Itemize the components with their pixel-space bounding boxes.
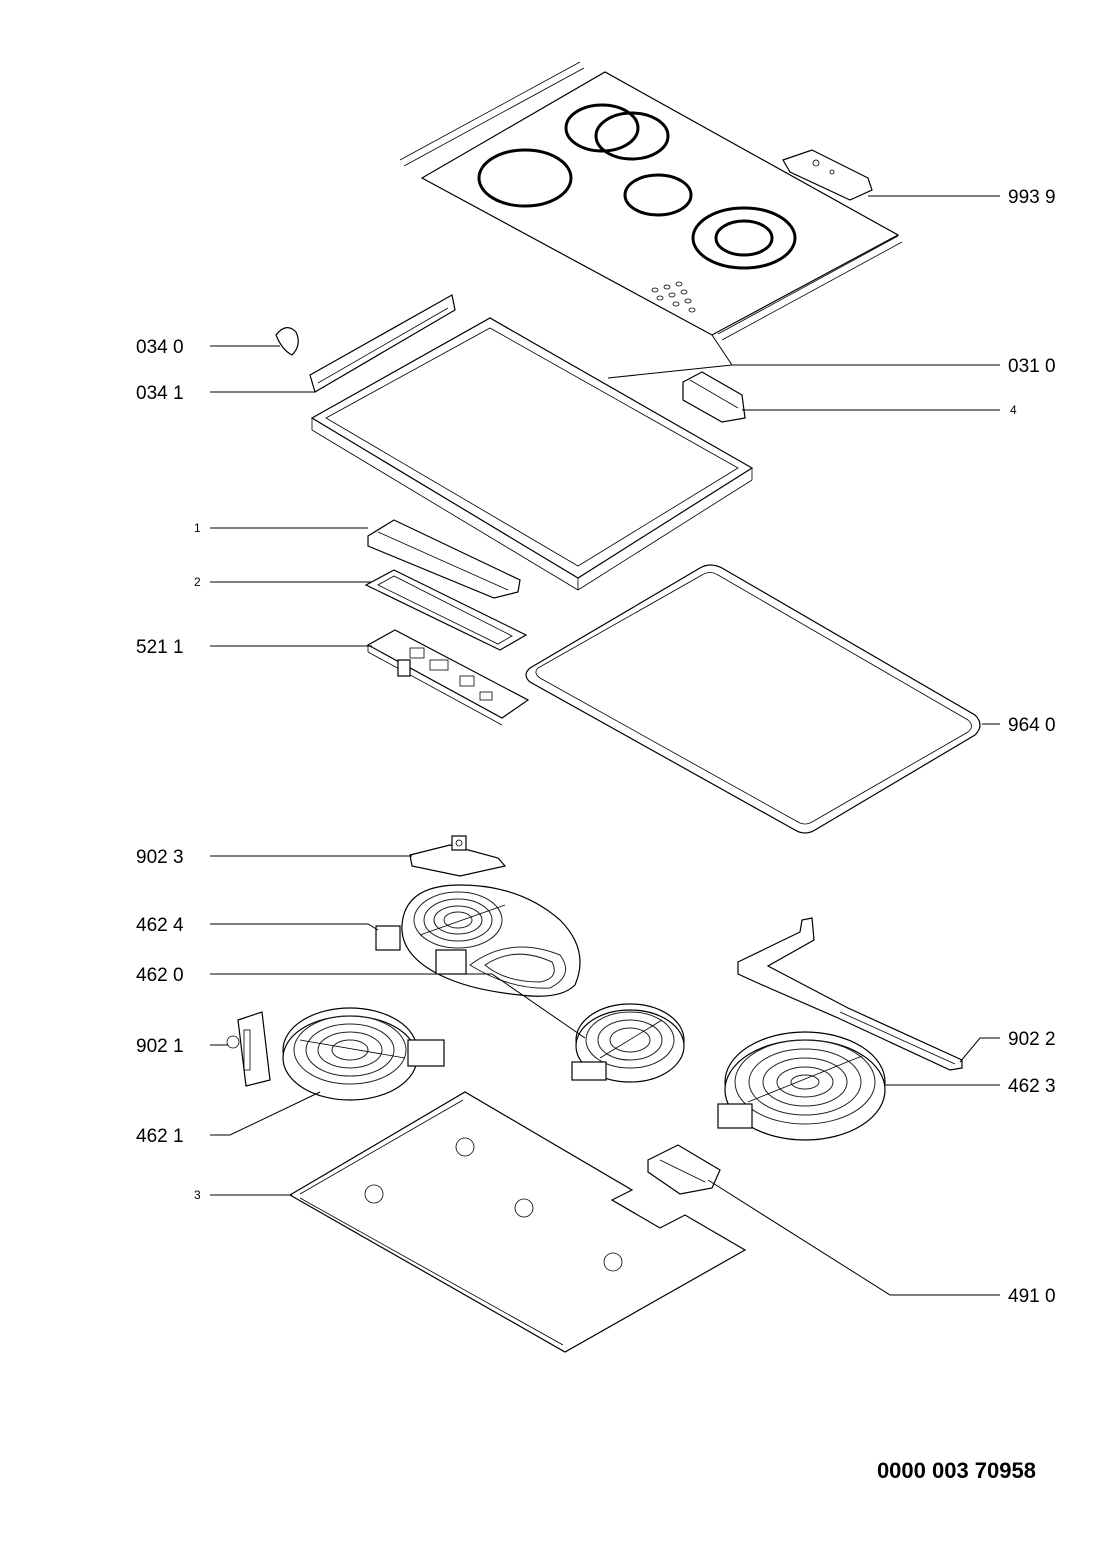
callout-491-0: 491 0: [1008, 1286, 1056, 1307]
callout-993-9: 993 9: [1008, 187, 1056, 208]
leader-lines: [210, 195, 1000, 1296]
callout-964-0: 964 0: [1008, 715, 1056, 736]
touch-control-dots: [651, 281, 696, 313]
callout-902-2: 902 2: [1008, 1029, 1056, 1050]
control-board: [366, 629, 530, 726]
frame-gasket: [525, 564, 981, 834]
callout-034-0: 034 0: [136, 337, 184, 358]
callout-031-0: 031 0: [1008, 356, 1056, 377]
callout-902-1: 902 1: [136, 1036, 184, 1057]
cooktop-frame: [310, 317, 754, 591]
terminal-block: [647, 1144, 721, 1195]
callout-2: 2: [194, 575, 201, 589]
hinge-bracket: [782, 149, 873, 201]
connector-bracket-left: [226, 1011, 271, 1087]
spring-clip: [275, 327, 299, 356]
callout-labels: 993 9 034 0 034 1 031 0 4 1 2 521 1 964 …: [136, 187, 1056, 1307]
callout-034-1: 034 1: [136, 383, 184, 404]
oval-heating-element: [375, 884, 581, 997]
corner-bracket: [682, 371, 746, 423]
glass-cooktop: [399, 61, 903, 341]
dual-round-heating-element: [717, 1031, 886, 1141]
callout-462-4: 462 4: [136, 915, 184, 936]
support-rail: [737, 917, 963, 1071]
connector-bracket-top: [409, 835, 507, 877]
callout-1: 1: [194, 521, 201, 535]
callout-462-3: 462 3: [1008, 1076, 1056, 1097]
large-round-heating-element: [282, 1007, 445, 1101]
small-round-heating-element: [571, 1003, 685, 1083]
document-number: 0000 003 70958: [877, 1458, 1036, 1483]
callout-521-1: 521 1: [136, 637, 184, 658]
callout-902-3: 902 3: [136, 847, 184, 868]
control-frame: [364, 569, 528, 651]
callout-462-1: 462 1: [136, 1126, 184, 1147]
callout-462-0: 462 0: [136, 965, 184, 986]
bottom-plate: [288, 1091, 747, 1353]
side-rail: [309, 294, 456, 393]
control-bracket: [367, 519, 521, 599]
callout-3: 3: [194, 1188, 201, 1202]
callout-4: 4: [1010, 403, 1017, 417]
